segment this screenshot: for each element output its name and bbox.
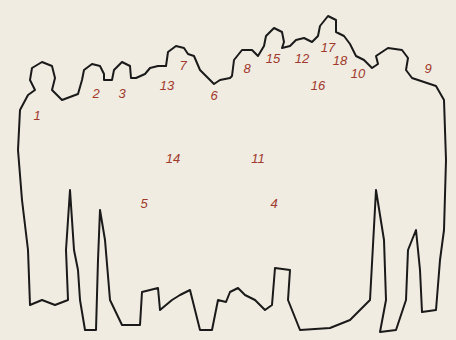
callout-number: 9 xyxy=(424,62,431,75)
callout-number: 2 xyxy=(92,87,99,100)
callout-number: 4 xyxy=(270,197,277,210)
callout-number: 6 xyxy=(210,89,217,102)
callout-number: 18 xyxy=(333,54,347,67)
silhouette-outline xyxy=(18,16,446,332)
callout-number: 17 xyxy=(321,41,335,54)
callout-number: 16 xyxy=(311,79,325,92)
callout-number: 7 xyxy=(179,59,186,72)
callout-number: 3 xyxy=(118,87,125,100)
callout-number: 15 xyxy=(266,52,280,65)
callout-number: 8 xyxy=(243,62,250,75)
callout-number: 10 xyxy=(351,67,365,80)
callout-number: 14 xyxy=(166,152,180,165)
callout-number: 12 xyxy=(295,52,309,65)
callout-number: 5 xyxy=(140,197,147,210)
callout-number: 13 xyxy=(160,79,174,92)
callout-number: 11 xyxy=(251,152,265,165)
callout-number: 1 xyxy=(33,109,40,122)
